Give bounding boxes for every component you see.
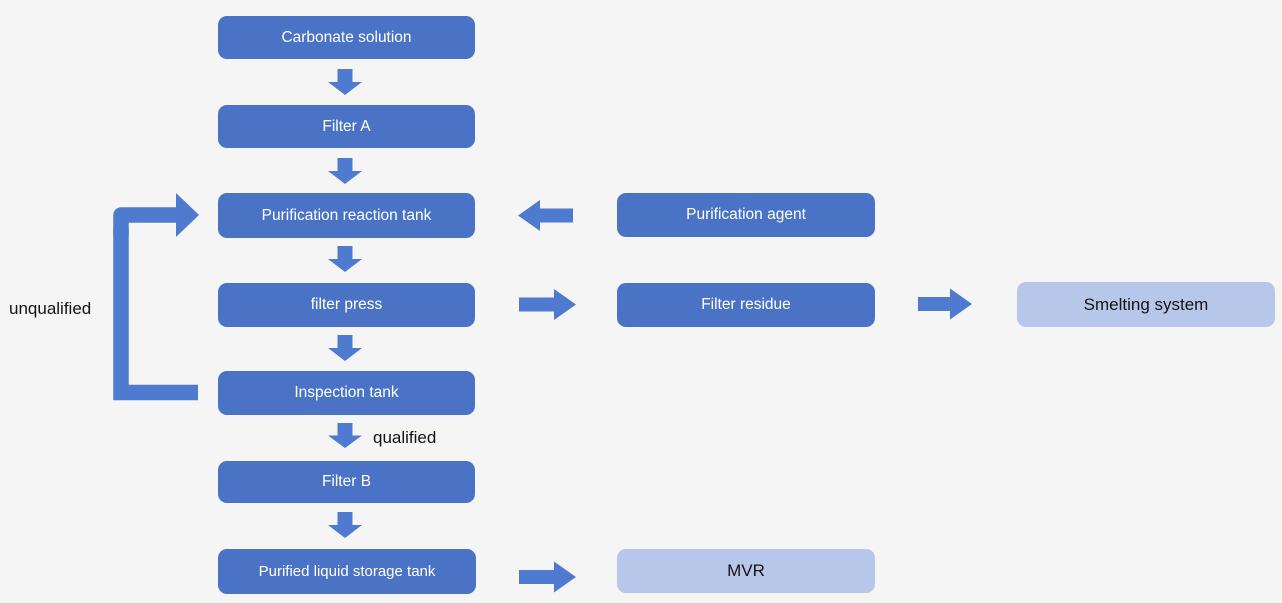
node-smelting-system: Smelting system	[1017, 282, 1275, 327]
arrow-filter-b-to-storage-tank	[328, 512, 362, 538]
node-carbonate-solution: Carbonate solution	[218, 16, 475, 59]
arrow-filter-press-to-inspection-tank	[328, 335, 362, 361]
node-label: Carbonate solution	[281, 28, 412, 46]
node-label: filter press	[310, 296, 383, 313]
arrow-storage-tank-to-mvr	[519, 561, 576, 593]
loop-bottom-and-vertical-segment	[113, 228, 198, 401]
arrow-unqualified-loop	[113, 193, 199, 401]
arrow-reaction-tank-to-filter-press	[328, 246, 362, 272]
node-label: Purified liquid storage tank	[258, 563, 436, 580]
node-label: Filter A	[322, 117, 371, 135]
node-label: Filter residue	[701, 296, 791, 313]
label-unqualified: unqualified	[9, 299, 92, 318]
label-qualified: qualified	[373, 428, 437, 447]
arrow-agent-to-reaction-tank	[518, 200, 573, 231]
arrow-inspection-tank-to-filter-b	[328, 423, 362, 448]
node-filter-press: filter press	[218, 283, 475, 327]
node-label: Purification reaction tank	[261, 206, 432, 224]
arrow-filter-a-to-reaction-tank	[328, 158, 362, 184]
node-filter-a: Filter A	[218, 105, 475, 148]
loop-arrow-head	[176, 193, 199, 237]
node-filter-residue: Filter residue	[617, 283, 875, 327]
node-label: Filter B	[321, 473, 372, 490]
arrow-filter-residue-to-smelting	[918, 288, 972, 320]
node-label: Smelting system	[1083, 294, 1209, 314]
node-label: Purification agent	[686, 206, 806, 223]
node-purified-liquid-storage-tank: Purified liquid storage tank	[218, 549, 476, 594]
arrow-carbonate-to-filter-a	[328, 69, 362, 95]
node-label: MVR	[727, 561, 765, 580]
node-inspection-tank: Inspection tank	[218, 371, 475, 415]
node-filter-b: Filter B	[218, 461, 475, 503]
node-label: Inspection tank	[294, 384, 399, 401]
arrow-filter-press-to-filter-residue	[519, 289, 576, 320]
node-purification-reaction-tank: Purification reaction tank	[218, 193, 475, 238]
node-purification-agent: Purification agent	[617, 193, 875, 237]
loop-top-corner-segment	[113, 207, 176, 236]
node-mvr: MVR	[617, 549, 875, 593]
